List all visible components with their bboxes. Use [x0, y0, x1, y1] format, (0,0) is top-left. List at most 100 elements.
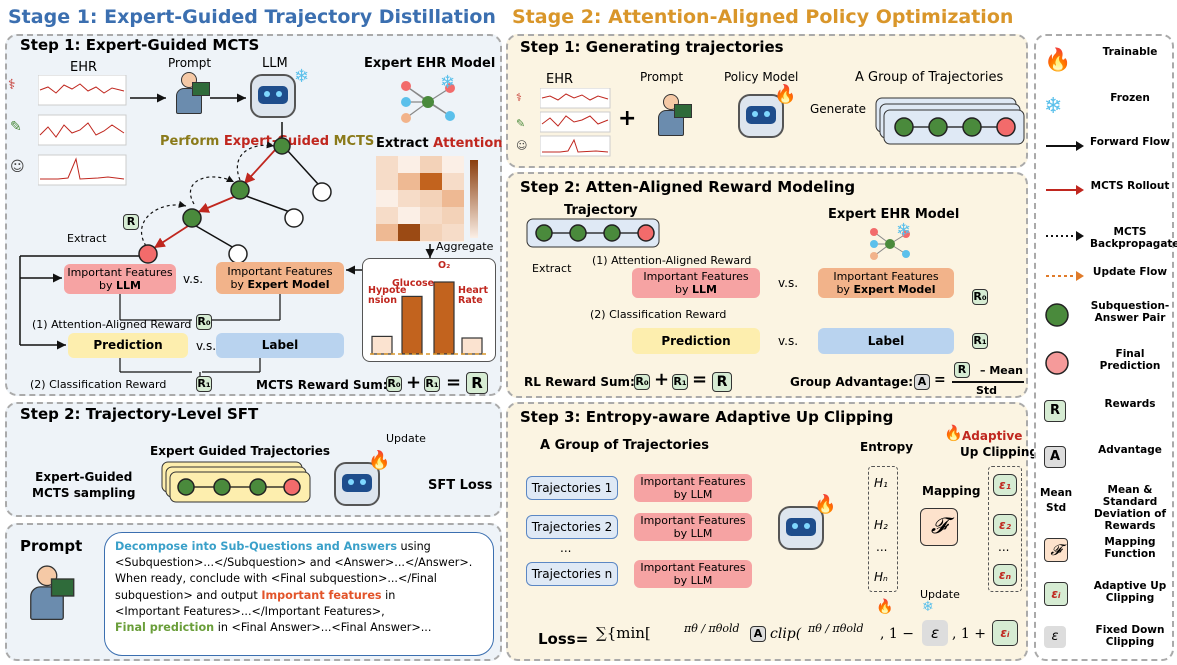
- extract-label: Extract: [532, 262, 572, 275]
- up-clipping-label: Up Clipping: [960, 445, 1038, 459]
- loss-one-minus: , 1 −: [880, 626, 914, 642]
- stage2-title: Stage 2: Attention-Aligned Policy Optimi…: [512, 6, 1014, 28]
- legend-label: Advantage: [1098, 444, 1162, 456]
- legend-label: Mapping Function: [1104, 536, 1156, 561]
- reward-badge: R: [123, 214, 139, 230]
- loss-one-plus: , 1 +: [952, 626, 986, 642]
- stage1-step2-title: Step 2: Trajectory-Level SFT: [20, 405, 259, 423]
- rewards-badge-icon: R: [1044, 400, 1066, 422]
- equals-sign: =: [934, 372, 946, 388]
- advantage-badge-icon: A: [1044, 446, 1066, 468]
- legend-label: Frozen: [1110, 92, 1150, 104]
- sft-loss-label: SFT Loss: [428, 478, 493, 493]
- expert-model-label: Expert EHR Model: [364, 56, 496, 71]
- extract-label: Extract: [67, 232, 107, 245]
- green-node-icon: [1044, 302, 1070, 332]
- legend-label: Update Flow: [1092, 266, 1168, 278]
- trajectory-ellipsis: ...: [560, 541, 572, 555]
- red-node-icon: [1044, 350, 1070, 380]
- expert-model-label: Expert EHR Model: [828, 207, 960, 222]
- loss-ratio-2: πθ / πθold: [808, 622, 864, 635]
- orange-dotted-arrow-icon: [1044, 268, 1084, 288]
- rl-reward-sum-label: RL Reward Sum:: [524, 375, 635, 389]
- fire-icon: 🔥: [368, 450, 391, 471]
- r0-badge: R₀: [634, 374, 650, 390]
- snowflake-icon: ❄: [922, 599, 934, 615]
- attention-heatmap: [376, 156, 478, 242]
- bar-0: [371, 335, 393, 355]
- black-arrow-icon: [1044, 138, 1084, 158]
- bar-label-glucose: Glucose: [392, 278, 435, 289]
- prompt-person-icon: [172, 72, 210, 116]
- minus-mean-label: – Mean: [980, 364, 1024, 377]
- mapping-label: Mapping: [922, 484, 981, 498]
- r1-badge: R₁: [972, 333, 988, 349]
- snowflake-icon: ❄: [294, 66, 310, 87]
- entropy-ellipsis: ...: [876, 540, 888, 554]
- plus-sign: +: [406, 372, 422, 393]
- update-label: Update: [386, 432, 426, 445]
- vs-label: v.s.: [778, 334, 799, 348]
- update-label: Update: [920, 588, 960, 601]
- snowflake-icon: ❄: [896, 220, 912, 241]
- ehr-label: EHR: [546, 72, 574, 87]
- medical-kit-icon: ⚕: [8, 77, 16, 93]
- expert-network-icon: [870, 228, 910, 260]
- fixed-clip-icon: ε: [1044, 626, 1066, 648]
- entropy-hn: Hₙ: [874, 570, 888, 584]
- ehr-label: EHR: [70, 60, 98, 75]
- mapping-function-box: 𝓕: [920, 508, 958, 546]
- stage1-title: Stage 1: Expert-Guided Trajectory Distil…: [8, 6, 496, 28]
- llm-label: LLM: [262, 56, 288, 71]
- advantage-badge: A: [750, 626, 766, 642]
- llm-robot-icon: [334, 462, 380, 506]
- epsilon-2-badge: ε₂: [993, 514, 1017, 536]
- trajectory-group-stack: [875, 97, 1025, 145]
- llm-robot-icon: [250, 74, 296, 118]
- prompt-person-icon: [654, 94, 692, 138]
- dotted-arrow-icon: [1044, 228, 1084, 248]
- prompt-panel-title: Prompt: [20, 537, 83, 555]
- expert-network-icon: [401, 81, 455, 123]
- attention-reward-label: (1) Attention-Aligned Reward: [32, 318, 192, 331]
- syringe-icon: ✎: [10, 119, 22, 135]
- r1-badge: R₁: [672, 374, 688, 390]
- prediction-box: Prediction: [632, 328, 760, 354]
- aggregate-label: Aggregate: [436, 240, 494, 253]
- r-total-badge: R: [712, 372, 732, 392]
- expert-trajectory-stack: [161, 461, 311, 503]
- red-arrow-icon: [1044, 182, 1084, 202]
- legend-label: MCTS Backpropagate: [1090, 226, 1177, 251]
- trajectory-n-box: Trajectories n: [526, 562, 618, 586]
- loss-clip: clip(: [770, 626, 802, 642]
- loss-sum-symbol: ∑{min[: [596, 624, 651, 642]
- fire-icon: 🔥: [774, 84, 797, 105]
- vs-label: v.s.: [196, 339, 217, 353]
- epsilon-column: [988, 466, 1022, 592]
- std-label: Std: [976, 384, 998, 397]
- prediction-box: Prediction: [68, 333, 188, 358]
- legend-label: Forward Flow: [1090, 136, 1170, 148]
- r0-badge: R₀: [972, 289, 988, 305]
- equals-sign: =: [446, 372, 462, 393]
- legend-label: Fixed Down Clipping: [1095, 624, 1165, 649]
- policy-robot-icon: [738, 94, 784, 138]
- legend-label: MCTS Rollout: [1090, 180, 1170, 192]
- epsilon-n-badge: εₙ: [993, 564, 1017, 586]
- fixed-epsilon-badge: ε: [922, 620, 948, 646]
- prompt-label: Prompt: [640, 70, 684, 84]
- group-trajectories-label: A Group of Trajectories: [855, 70, 1004, 85]
- trajectory-label: Trajectory: [564, 203, 638, 218]
- expert-trajectories-label: Expert Guided Trajectories: [150, 444, 331, 458]
- classification-reward-label: (2) Classification Reward: [30, 378, 167, 391]
- r1-badge: R₁: [196, 376, 212, 392]
- group-advantage-label: Group Advantage:: [790, 375, 914, 389]
